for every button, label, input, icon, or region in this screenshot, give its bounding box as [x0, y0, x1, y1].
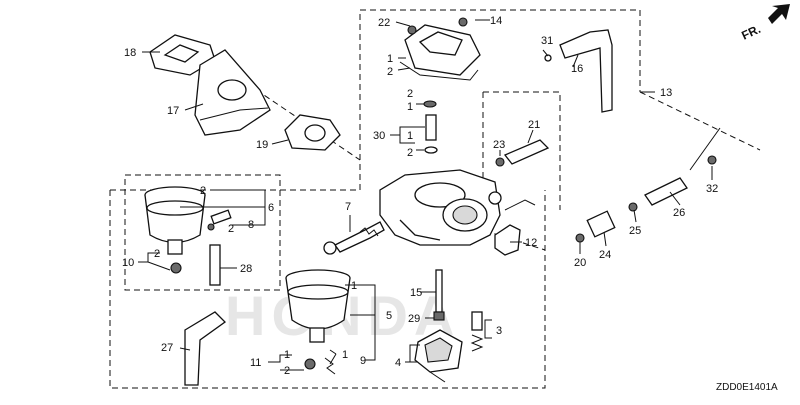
callout-1-cover: 1: [387, 53, 393, 65]
float-chamber-bowl-5: [285, 269, 351, 375]
callout-25: 25: [629, 225, 641, 237]
fuel-line-boundary-a: [482, 92, 546, 251]
carburetor-body: [379, 169, 502, 246]
front-label: FR.: [739, 22, 762, 43]
screw-7: [323, 221, 385, 255]
drain-screw-8: [207, 209, 232, 231]
callout-14: 14: [490, 15, 502, 27]
callout-1-mid: 1: [407, 130, 413, 142]
callout-20: 20: [574, 257, 586, 269]
callout-2-bowl-top: 2: [200, 185, 206, 197]
fuel-filter-24: [575, 202, 638, 243]
callout-21: 21: [528, 119, 540, 131]
callout-19: 19: [256, 139, 268, 151]
drain-tube-27: [184, 311, 227, 386]
callout-13: 13: [660, 87, 672, 99]
bowl-subgroup-boundary: [124, 174, 281, 291]
callout-16: 16: [571, 63, 583, 75]
choke-lever-12: [494, 199, 536, 256]
callout-23: 23: [493, 139, 505, 151]
leader-lines: [138, 19, 713, 371]
callout-8: 8: [248, 219, 254, 231]
callout-2-drain: 2: [228, 223, 234, 235]
callout-26: 26: [673, 207, 685, 219]
callout-29: 29: [408, 313, 420, 325]
callout-1-right: 1: [342, 349, 348, 361]
diagram-code: ZDD0E1401A: [716, 382, 778, 393]
callout-1-lower: 1: [284, 349, 290, 361]
upper-group-boundary: [110, 9, 641, 191]
callout-9: 9: [360, 355, 366, 367]
callout-18: 18: [124, 47, 136, 59]
float-chamber-cover-13: [399, 17, 481, 81]
main-jet-3: [470, 311, 484, 352]
pilot-screw-30: [423, 100, 438, 154]
callout-32: 32: [706, 183, 718, 195]
insulator-19: [284, 114, 341, 151]
callout-4: 4: [395, 357, 401, 369]
callout-12: 12: [525, 237, 537, 249]
callout-17: 17: [167, 105, 179, 117]
fuel-joint-21: [495, 139, 550, 167]
fuel-tube-26: [644, 127, 721, 206]
callout-2-cover: 2: [387, 66, 393, 78]
callout-2-top: 2: [407, 88, 413, 100]
tube-28: [209, 244, 221, 286]
callout-1-bowl: 1: [351, 280, 357, 292]
callout-2-bowl-bottom: 2: [154, 248, 160, 260]
float-valve-15: [433, 269, 445, 321]
callout-27: 27: [161, 342, 173, 354]
front-arrow-icon: [768, 4, 790, 24]
callout-11: 11: [250, 357, 261, 369]
callout-2-mid: 2: [407, 147, 413, 159]
air-guide-17: [194, 49, 271, 136]
callout-1-top: 1: [407, 101, 413, 113]
fuel-line-boundary-c: [639, 91, 761, 151]
callout-3: 3: [496, 325, 502, 337]
callout-numbers: 18 17 19 22 14 1 2 31 16 13 2 1 30 1 2 2…: [122, 15, 718, 377]
callout-30: 30: [373, 130, 385, 142]
callout-28: 28: [240, 263, 252, 275]
callout-22: 22: [378, 17, 390, 29]
bowl-group-boundary: [109, 190, 546, 389]
callout-5: 5: [386, 310, 392, 322]
float-4: [414, 329, 463, 383]
callout-2-lower: 2: [284, 365, 290, 377]
callout-7: 7: [345, 201, 351, 213]
float-chamber-bowl-6: [144, 186, 206, 274]
front-direction-marker: FR.: [739, 4, 790, 43]
fuel-line-boundary-b: [483, 91, 561, 210]
tube-16: [544, 29, 613, 113]
callout-15: 15: [410, 287, 422, 299]
callout-6: 6: [268, 202, 274, 214]
callout-31: 31: [541, 35, 553, 47]
callout-24: 24: [599, 249, 611, 261]
callout-10: 10: [122, 257, 134, 269]
